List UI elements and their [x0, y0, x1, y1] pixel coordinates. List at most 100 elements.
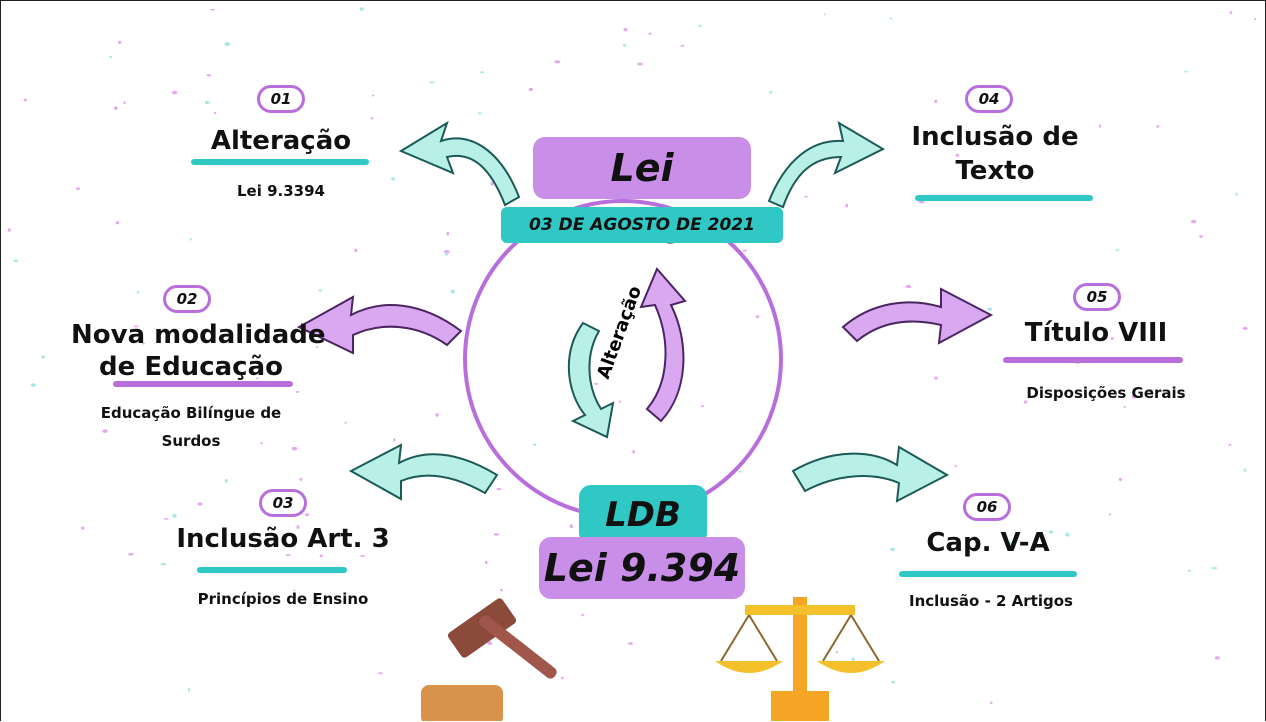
confetti-dot: [804, 195, 808, 198]
confetti-dot: [623, 28, 628, 32]
confetti-dot: [1235, 192, 1238, 196]
scale-icon: [715, 597, 885, 721]
confetti-dot: [210, 8, 215, 11]
confetti-dot: [990, 701, 993, 705]
confetti-dot: [213, 111, 217, 114]
confetti-dot: [109, 55, 112, 59]
confetti-dot: [1108, 513, 1112, 516]
date-label: 03 DE AGOSTO DE 2021: [501, 207, 783, 243]
confetti-dot: [391, 177, 396, 181]
arrow-to-03: [348, 443, 499, 501]
confetti-dot: [76, 187, 80, 191]
confetti-dot: [851, 657, 855, 662]
confetti-dot: [554, 60, 561, 64]
node-04-title-line1: Inclusão de: [911, 122, 1079, 152]
confetti-dot: [1123, 405, 1126, 408]
confetti-dot: [318, 289, 323, 292]
node-06-underline: [899, 571, 1077, 577]
node-03-subtitle: Princípios de Ensino: [197, 590, 369, 608]
confetti-dot: [615, 328, 617, 332]
confetti-dot: [197, 502, 203, 506]
confetti-dot: [1187, 569, 1192, 572]
confetti-dot: [359, 7, 364, 11]
confetti-dot: [296, 525, 300, 529]
confetti-dot: [1053, 323, 1057, 326]
confetti-dot: [1184, 70, 1188, 73]
confetti-dot: [123, 100, 126, 105]
cycle-arrow-teal: [567, 321, 615, 439]
confetti-dot: [632, 449, 635, 454]
arrow-to-05: [841, 287, 994, 345]
confetti-dot: [204, 100, 210, 105]
confetti-dot: [187, 687, 191, 692]
confetti-dot: [293, 589, 296, 592]
confetti-dot: [581, 613, 584, 617]
confetti-dot: [698, 24, 702, 28]
confetti-dot: [189, 238, 193, 241]
confetti-dot: [299, 477, 303, 481]
confetti-dot: [128, 553, 134, 556]
confetti-dot: [163, 518, 169, 520]
confetti-dot: [480, 71, 485, 74]
confetti-dot: [918, 200, 925, 204]
ldb-law: Lei 9.394: [539, 537, 745, 599]
confetti-dot: [224, 479, 228, 483]
confetti-dot: [637, 62, 643, 66]
confetti-dot: [117, 40, 122, 45]
node-05-subtitle: Disposições Gerais: [1026, 384, 1186, 402]
confetti-dot: [680, 44, 685, 47]
confetti-dot: [1115, 249, 1119, 252]
confetti-dot: [1131, 395, 1136, 399]
confetti-dot: [569, 524, 573, 529]
confetti-dot: [315, 346, 318, 348]
node-03-title: Inclusão Art. 3: [176, 524, 390, 554]
confetti-dot: [1156, 125, 1160, 128]
confetti-dot: [450, 289, 456, 294]
confetti-dot: [1118, 477, 1123, 482]
confetti-dot: [1211, 567, 1218, 570]
arrow-to-04: [767, 120, 886, 209]
confetti-dot: [769, 91, 773, 94]
confetti-dot: [933, 376, 939, 380]
confetti-dot: [1190, 219, 1197, 224]
confetti-dot: [593, 383, 599, 385]
confetti-dot: [291, 446, 298, 451]
node-01-underline: [191, 159, 369, 165]
confetti-dot: [493, 533, 499, 536]
confetti-dot: [905, 284, 911, 289]
confetti-dot: [114, 106, 118, 110]
confetti-dot: [845, 203, 849, 208]
confetti-dot: [560, 676, 564, 680]
confetti-dot: [435, 413, 439, 417]
node-02-title-line1: Nova modalidade: [71, 320, 326, 350]
confetti-dot: [115, 221, 120, 225]
confetti-dot: [890, 547, 896, 552]
confetti-dot: [172, 90, 178, 95]
confetti-dot: [393, 438, 396, 442]
confetti-dot: [255, 377, 259, 380]
node-02-subtitle-line2: Surdos: [161, 432, 221, 450]
confetti-dot: [755, 315, 760, 319]
confetti-dot: [429, 81, 435, 84]
confetti-dot: [1006, 541, 1012, 546]
confetti-dot: [648, 32, 652, 35]
confetti-dot: [80, 526, 85, 530]
node-02-title-line2: de Educação: [99, 352, 283, 382]
confetti-dot: [891, 681, 896, 684]
confetti-dot: [618, 400, 622, 403]
node-04-underline: [915, 195, 1093, 201]
confetti-dot: [285, 554, 291, 557]
confetti-dot: [1228, 443, 1232, 446]
confetti-dot: [628, 642, 633, 645]
node-05-title: Título VIII: [1024, 318, 1168, 348]
confetti-dot: [304, 513, 310, 516]
gavel-icon: [421, 598, 557, 721]
node-02-underline: [113, 381, 293, 387]
confetti-dot: [1065, 532, 1070, 537]
confetti-dot: [234, 595, 238, 599]
confetti-dot: [372, 94, 375, 97]
arrow-to-01: [398, 120, 521, 207]
confetti-dot: [622, 44, 627, 47]
confetti-dot: [30, 383, 36, 387]
